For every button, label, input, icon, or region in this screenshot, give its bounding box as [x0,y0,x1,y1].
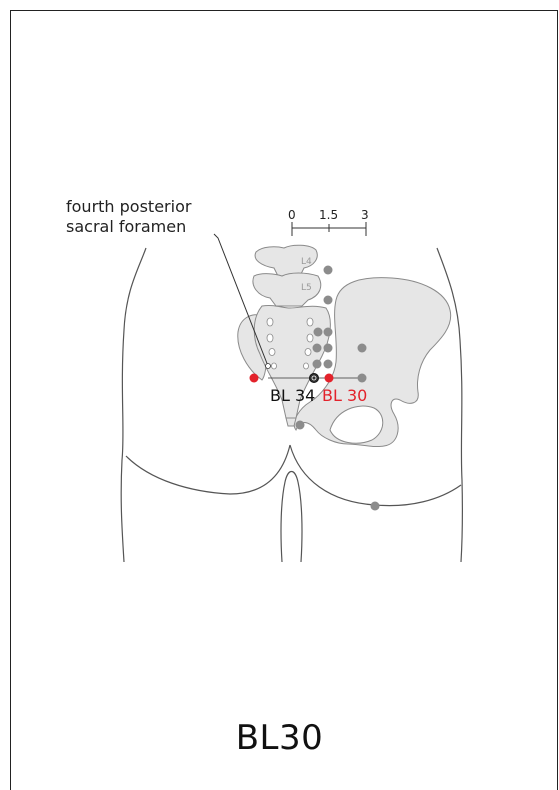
point-gray [324,328,333,337]
point-gray [324,360,333,369]
point-gray [371,502,380,511]
gluteal-cleft-right [298,482,302,562]
cleft-top [285,472,298,483]
vertebra-label-l5: L5 [301,283,312,293]
left-buttock-curve [126,445,290,494]
point-gray [358,374,367,383]
point-gray [313,344,322,353]
point-bl30 [325,374,334,383]
right-buttock-curve [290,445,461,506]
point-gray [358,344,367,353]
coccyx [286,418,296,426]
point-gray [314,328,323,337]
point-gray [324,344,333,353]
measurement-scale [292,222,366,236]
scale-tick-1: 1.5 [319,208,338,222]
scale-tick-0: 0 [288,208,296,222]
fourth-foramen-marker [266,364,271,369]
left-flank-outline [121,248,146,562]
point-gray [324,296,333,305]
point-red-left [250,374,259,383]
point-bl34 [310,374,319,383]
gluteal-cleft [281,482,285,562]
annotation-line-1: fourth posterior [66,197,192,216]
vertebra-label-l4: L4 [301,257,312,267]
page-caption: BL30 [0,718,559,758]
point-gray [324,266,333,275]
scale-tick-2: 3 [361,208,369,222]
point-gray [313,360,322,369]
annotation-line-2: sacral foramen [66,217,186,236]
point-gray [296,421,305,430]
label-bl34: BL 34 [270,386,315,405]
label-bl30: BL 30 [322,386,367,405]
